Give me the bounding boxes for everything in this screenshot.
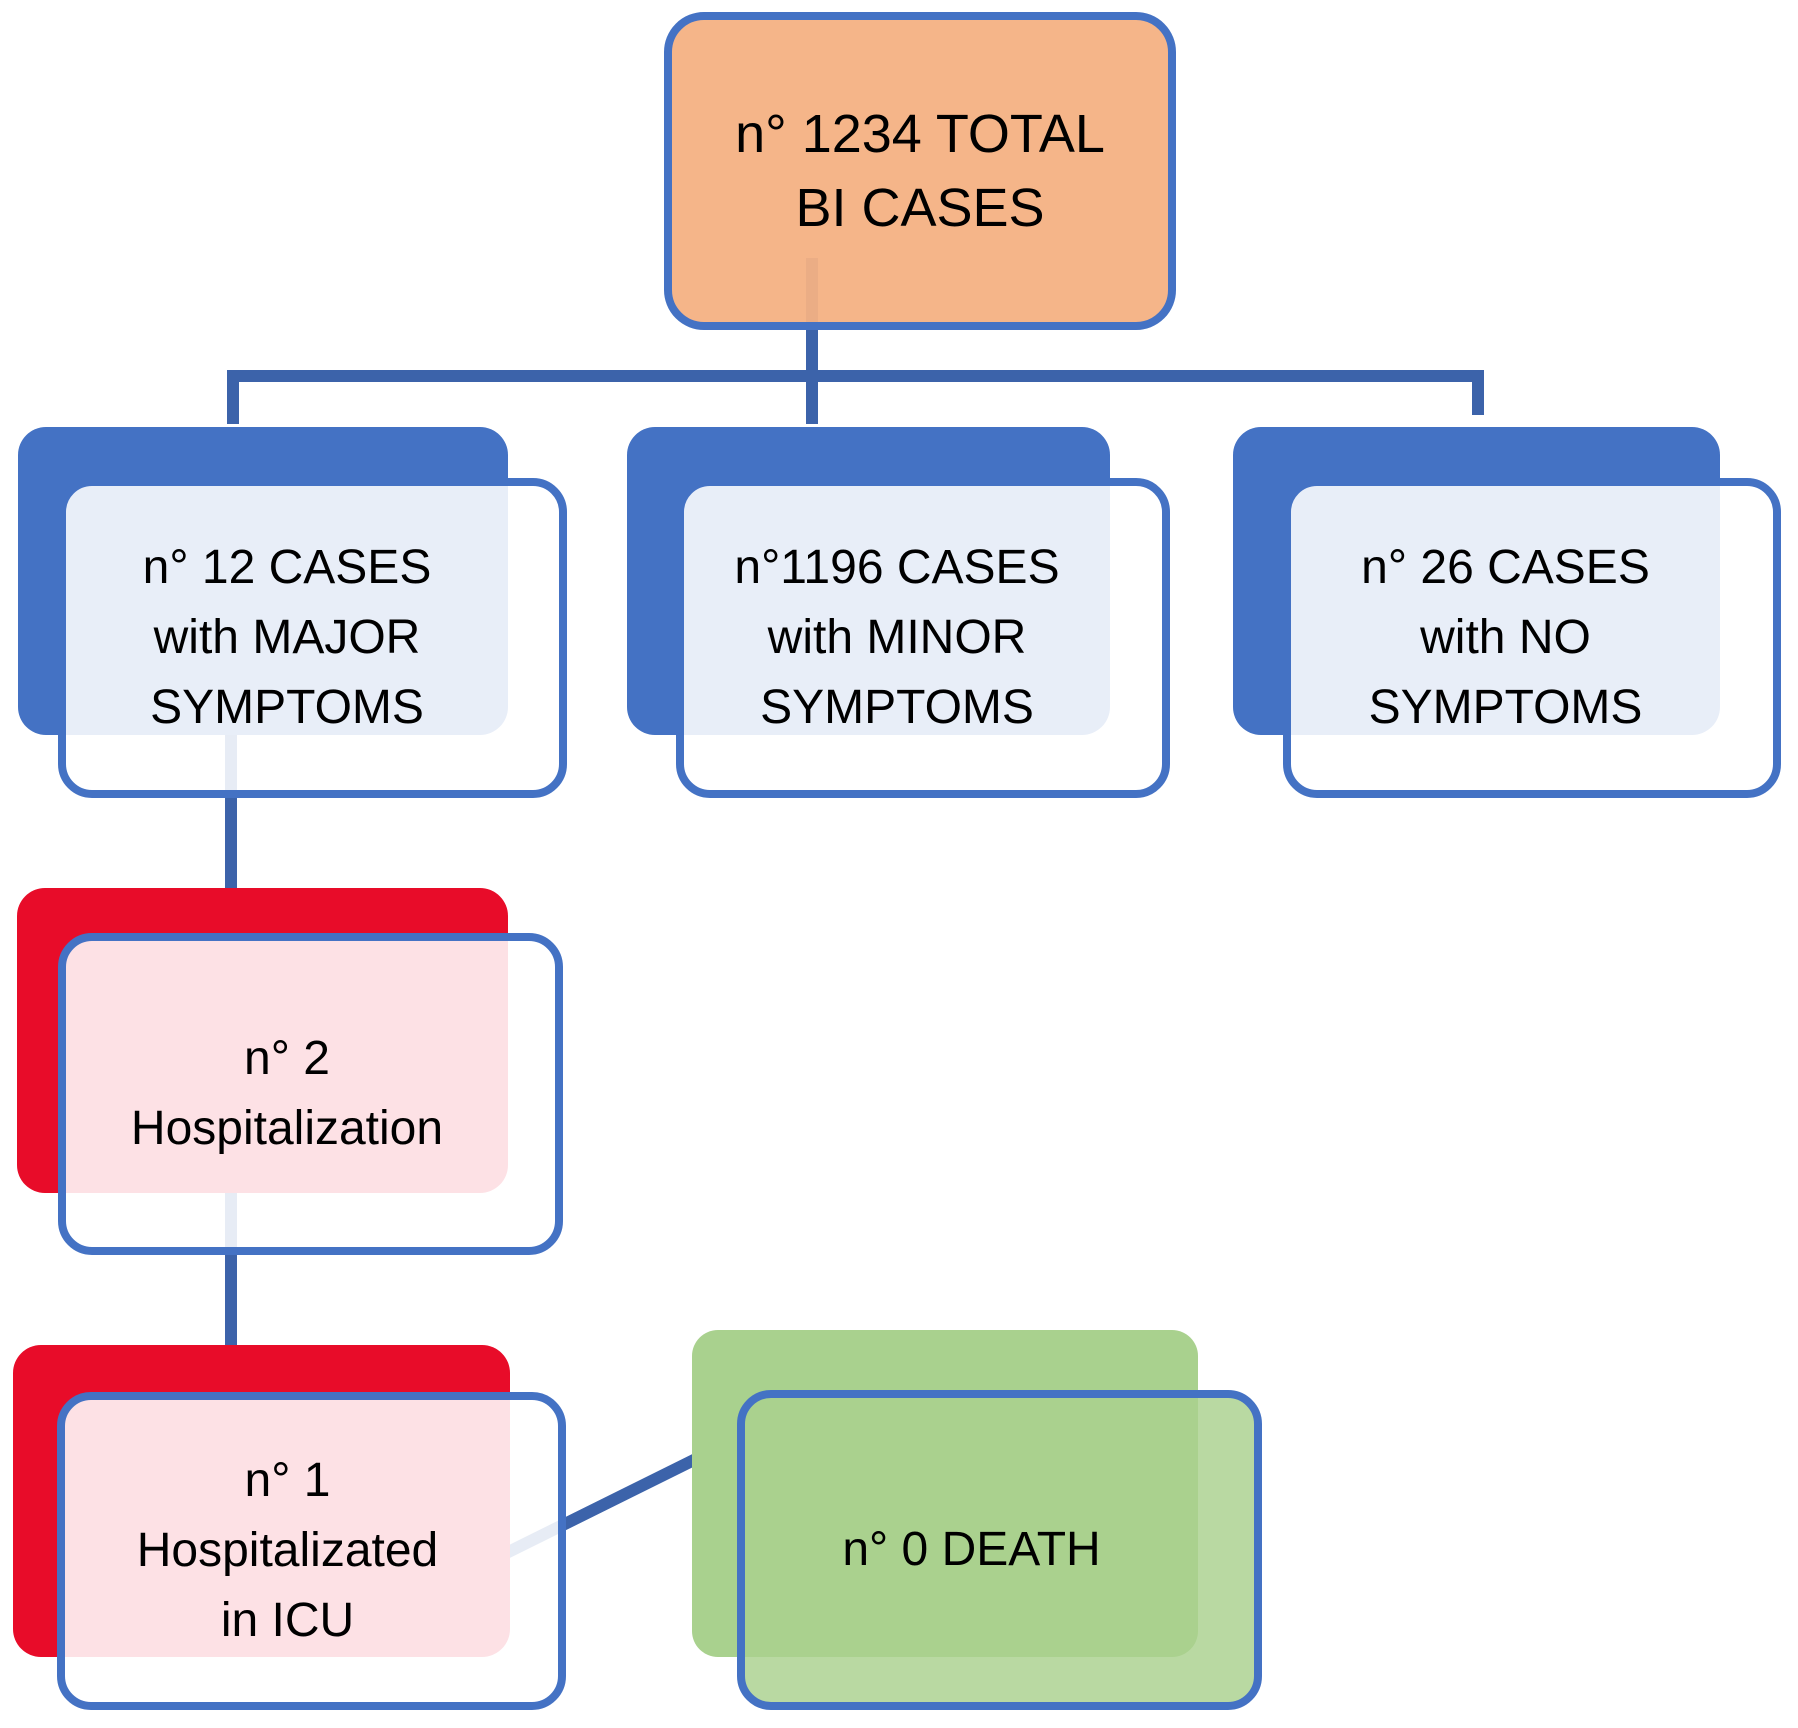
label-line: SYMPTOMS (150, 681, 424, 734)
node-minor-symptoms-label: n°1196 CASES with MINOR SYMPTOMS (684, 486, 1110, 790)
node-no-symptoms-label: n° 26 CASES with NO SYMPTOMS (1291, 486, 1720, 790)
node-major-symptoms-label: n° 12 CASES with MAJOR SYMPTOMS (66, 486, 508, 790)
label-line: n° 0 DEATH (842, 1523, 1101, 1576)
node-hospitalization: n° 2 Hospitalization (58, 933, 563, 1255)
label-line: SYMPTOMS (760, 681, 1034, 734)
label-line: in ICU (220, 1594, 355, 1647)
label-line: n° 1 (244, 1454, 331, 1507)
label-line: with MAJOR (153, 611, 421, 664)
node-hospitalization-label: n° 2 Hospitalization (66, 941, 508, 1247)
node-minor-symptoms: n°1196 CASES with MINOR SYMPTOMS (676, 478, 1170, 798)
node-no-symptoms: n° 26 CASES with NO SYMPTOMS (1283, 478, 1781, 798)
label-line: n° 12 CASES (142, 541, 432, 594)
label-line: SYMPTOMS (1368, 681, 1643, 734)
label-line: n°1196 CASES (734, 541, 1060, 594)
node-icu: n° 1 Hospitalizated in ICU (57, 1392, 566, 1710)
label-line: n° 1234 TOTAL (735, 104, 1105, 164)
node-death: n° 0 DEATH (737, 1390, 1262, 1710)
label-line: n° 2 (244, 1032, 330, 1085)
label-line: n° 26 CASES (1361, 541, 1650, 594)
label-line: Hospitalization (130, 1102, 444, 1155)
node-total-bi-cases-label: n° 1234 TOTAL BI CASES (672, 20, 1168, 322)
label-line: BI CASES (795, 178, 1045, 238)
edge-total-rail (227, 370, 1484, 424)
label-line: with MINOR (767, 611, 1027, 664)
label-line: Hospitalizated (136, 1524, 439, 1577)
node-major-symptoms: n° 12 CASES with MAJOR SYMPTOMS (58, 478, 567, 798)
node-total-bi-cases: n° 1234 TOTAL BI CASES (664, 12, 1176, 330)
node-death-label: n° 0 DEATH (745, 1398, 1198, 1702)
label-line: with NO (1420, 611, 1591, 664)
node-icu-label: n° 1 Hospitalizated in ICU (65, 1400, 510, 1702)
